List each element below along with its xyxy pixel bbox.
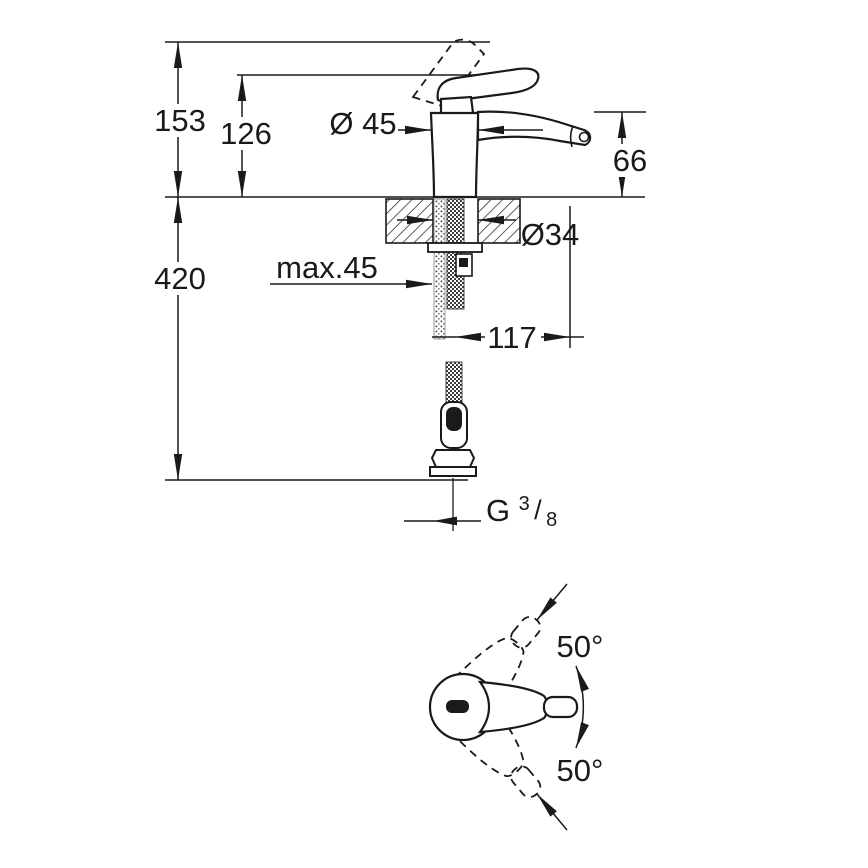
- dia-34-label: Ø34: [521, 217, 580, 252]
- lever-raised-dashed: [411, 38, 486, 109]
- dimension-420: 420: [148, 197, 212, 480]
- dim-126-mask: [213, 117, 279, 150]
- dimension-66: 66: [606, 112, 654, 197]
- thread-prefix: G: [486, 493, 510, 528]
- spout-outlet: [578, 131, 590, 143]
- hose-thread-nut: [430, 449, 476, 468]
- mounting-nut: [427, 242, 483, 253]
- dim-66-label: 66: [613, 143, 647, 178]
- dia-45-label: Ø 45: [329, 106, 396, 141]
- dimension-126: 126: [213, 75, 279, 197]
- counter-hatch-left: [385, 198, 434, 244]
- flexible-hose: [433, 198, 446, 340]
- swing-up-ray: [536, 583, 568, 621]
- swing-arc: [575, 665, 589, 749]
- dimension-117: 117: [432, 320, 584, 355]
- faucet-lever: [436, 67, 540, 103]
- spout-plan: [542, 695, 579, 719]
- swing-dimension: 50° 50°: [536, 583, 604, 831]
- hose-lower-segment: [445, 361, 463, 403]
- callout-dia-45: Ø 45: [329, 106, 543, 141]
- thread-slash: /: [534, 495, 542, 525]
- swing-up-label: 50°: [557, 629, 604, 664]
- hose-connector-port: [459, 258, 468, 267]
- dim-420-label: 420: [154, 261, 206, 296]
- lever-plan: [477, 680, 549, 734]
- dim-153-mask: [148, 104, 212, 137]
- dim-153-label: 153: [154, 103, 206, 138]
- reference-lines: [165, 41, 646, 481]
- faucet-neck: [439, 95, 475, 116]
- dim-420-mask: [148, 262, 212, 295]
- lever-slot-plan: [446, 700, 469, 713]
- callout-dia-34: Ø34: [397, 215, 580, 252]
- dim-126-label: 126: [220, 116, 272, 151]
- dim-117-label: 117: [487, 320, 536, 355]
- faucet-top-view: 50° 50°: [428, 583, 604, 831]
- faucet-front-view: [411, 38, 592, 199]
- callout-max-45: max.45: [270, 250, 432, 289]
- hose-end-clip: [446, 407, 462, 431]
- dimension-153: 153: [148, 42, 212, 197]
- max-45-label: max.45: [276, 250, 378, 285]
- counter-hatch-right: [477, 198, 521, 244]
- dim-66-mask: [606, 144, 654, 177]
- callout-thread: G 3 / 8: [404, 493, 557, 531]
- thread-label: G 3 / 8: [486, 493, 557, 531]
- swing-down-label: 50°: [557, 753, 604, 788]
- thread-numerator: 3: [519, 493, 530, 515]
- hose-thread-washer: [429, 466, 477, 477]
- faucet-spout: [476, 110, 592, 147]
- dim-117-mask: [485, 321, 541, 354]
- under-counter-assembly: [427, 198, 483, 531]
- thread-denominator: 8: [546, 509, 557, 531]
- spout-aerator-line: [569, 125, 574, 148]
- faucet-body: [429, 111, 480, 199]
- swing-down-ray: [536, 793, 568, 831]
- thread-arrowhead: [433, 516, 457, 526]
